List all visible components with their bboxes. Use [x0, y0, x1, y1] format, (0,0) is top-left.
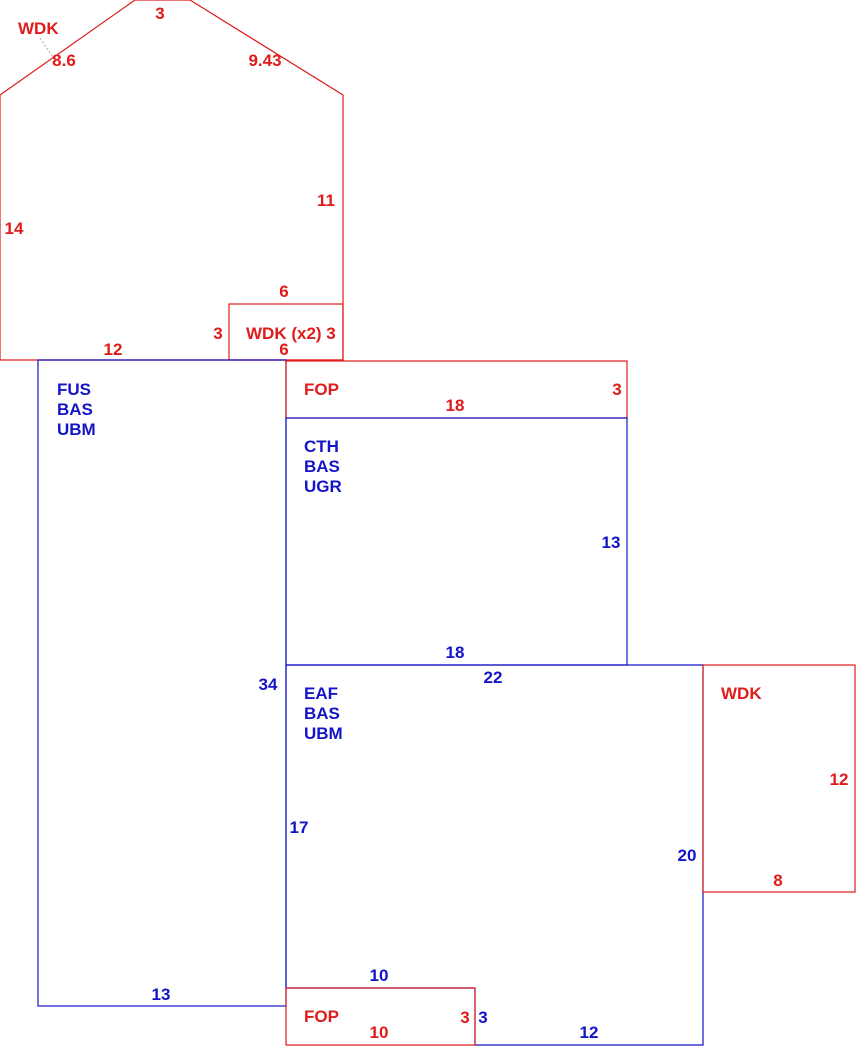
eaf-dim-left: 17 [290, 818, 309, 837]
fop-bottom-label: FOP [304, 1007, 339, 1026]
wdk-right-outline [702, 664, 856, 893]
fus-code-3: UBM [57, 420, 96, 439]
area-fus: FUS BAS UBM 13 34 [37, 359, 287, 1007]
fop-bottom-dim-bottom: 10 [370, 1023, 389, 1042]
fop-top-dim-bottom: 18 [446, 396, 465, 415]
area-fop-top: FOP 18 3 [285, 360, 628, 419]
area-fop-bottom: FOP 10 3 [285, 987, 476, 1046]
wdk-top-label: WDK [18, 19, 59, 38]
eaf-dim-bottom-inner: 10 [370, 966, 389, 985]
eaf-dim-right: 20 [678, 846, 697, 865]
eaf-code-1: EAF [304, 684, 338, 703]
cth-dim-right: 13 [602, 533, 621, 552]
fus-dim-right: 34 [259, 675, 278, 694]
fop-bottom-outline [285, 987, 476, 1046]
area-wdk-top: WDK 3 8.6 9.43 14 11 12 [0, 0, 344, 361]
area-wdk-right: WDK 12 8 [702, 664, 856, 893]
wdk-right-dim-right: 12 [830, 770, 849, 789]
wdk-x2-dim-left: 3 [213, 324, 222, 343]
eaf-code-2: BAS [304, 704, 340, 723]
fop-top-dim-right: 3 [612, 380, 621, 399]
cth-code-2: BAS [304, 457, 340, 476]
fus-outline [37, 359, 287, 1007]
wdk-top-dim-right-slope: 9.43 [248, 51, 281, 70]
wdk-top-dim-right: 11 [317, 191, 335, 210]
fus-dim-bottom: 13 [152, 985, 171, 1004]
cth-dim-bottom: 18 [446, 643, 465, 662]
area-wdk-x2: WDK (x2) 6 6 3 3 [213, 282, 344, 361]
wdk-leader-line [39, 37, 57, 63]
wdk-x2-label: WDK (x2) [246, 324, 322, 343]
fop-bottom-dim-right: 3 [460, 1008, 469, 1027]
eaf-dim-bottom: 12 [580, 1023, 599, 1042]
eaf-dim-bottom-step: 3 [478, 1008, 487, 1027]
wdk-x2-dim-bottom: 6 [279, 340, 288, 359]
wdk-top-dim-bottom: 12 [104, 340, 123, 359]
wdk-x2-dim-right: 3 [326, 324, 335, 343]
fus-code-1: FUS [57, 380, 91, 399]
wdk-top-dim-left-slope: 8.6 [52, 51, 76, 70]
cth-code-3: UGR [304, 477, 342, 496]
area-cth: CTH BAS UGR 13 18 [285, 417, 628, 666]
wdk-x2-dim-top: 6 [279, 282, 288, 301]
wdk-top-dim-top: 3 [155, 4, 164, 23]
eaf-code-3: UBM [304, 724, 343, 743]
wdk-top-dim-left: 14 [5, 219, 24, 238]
wdk-right-label: WDK [721, 684, 762, 703]
wdk-right-dim-bottom: 8 [773, 871, 782, 890]
area-eaf: EAF BAS UBM 22 17 20 10 3 12 [285, 664, 704, 1046]
eaf-dim-top: 22 [484, 668, 503, 687]
cth-code-1: CTH [304, 437, 339, 456]
fop-top-label: FOP [304, 380, 339, 399]
fus-code-2: BAS [57, 400, 93, 419]
